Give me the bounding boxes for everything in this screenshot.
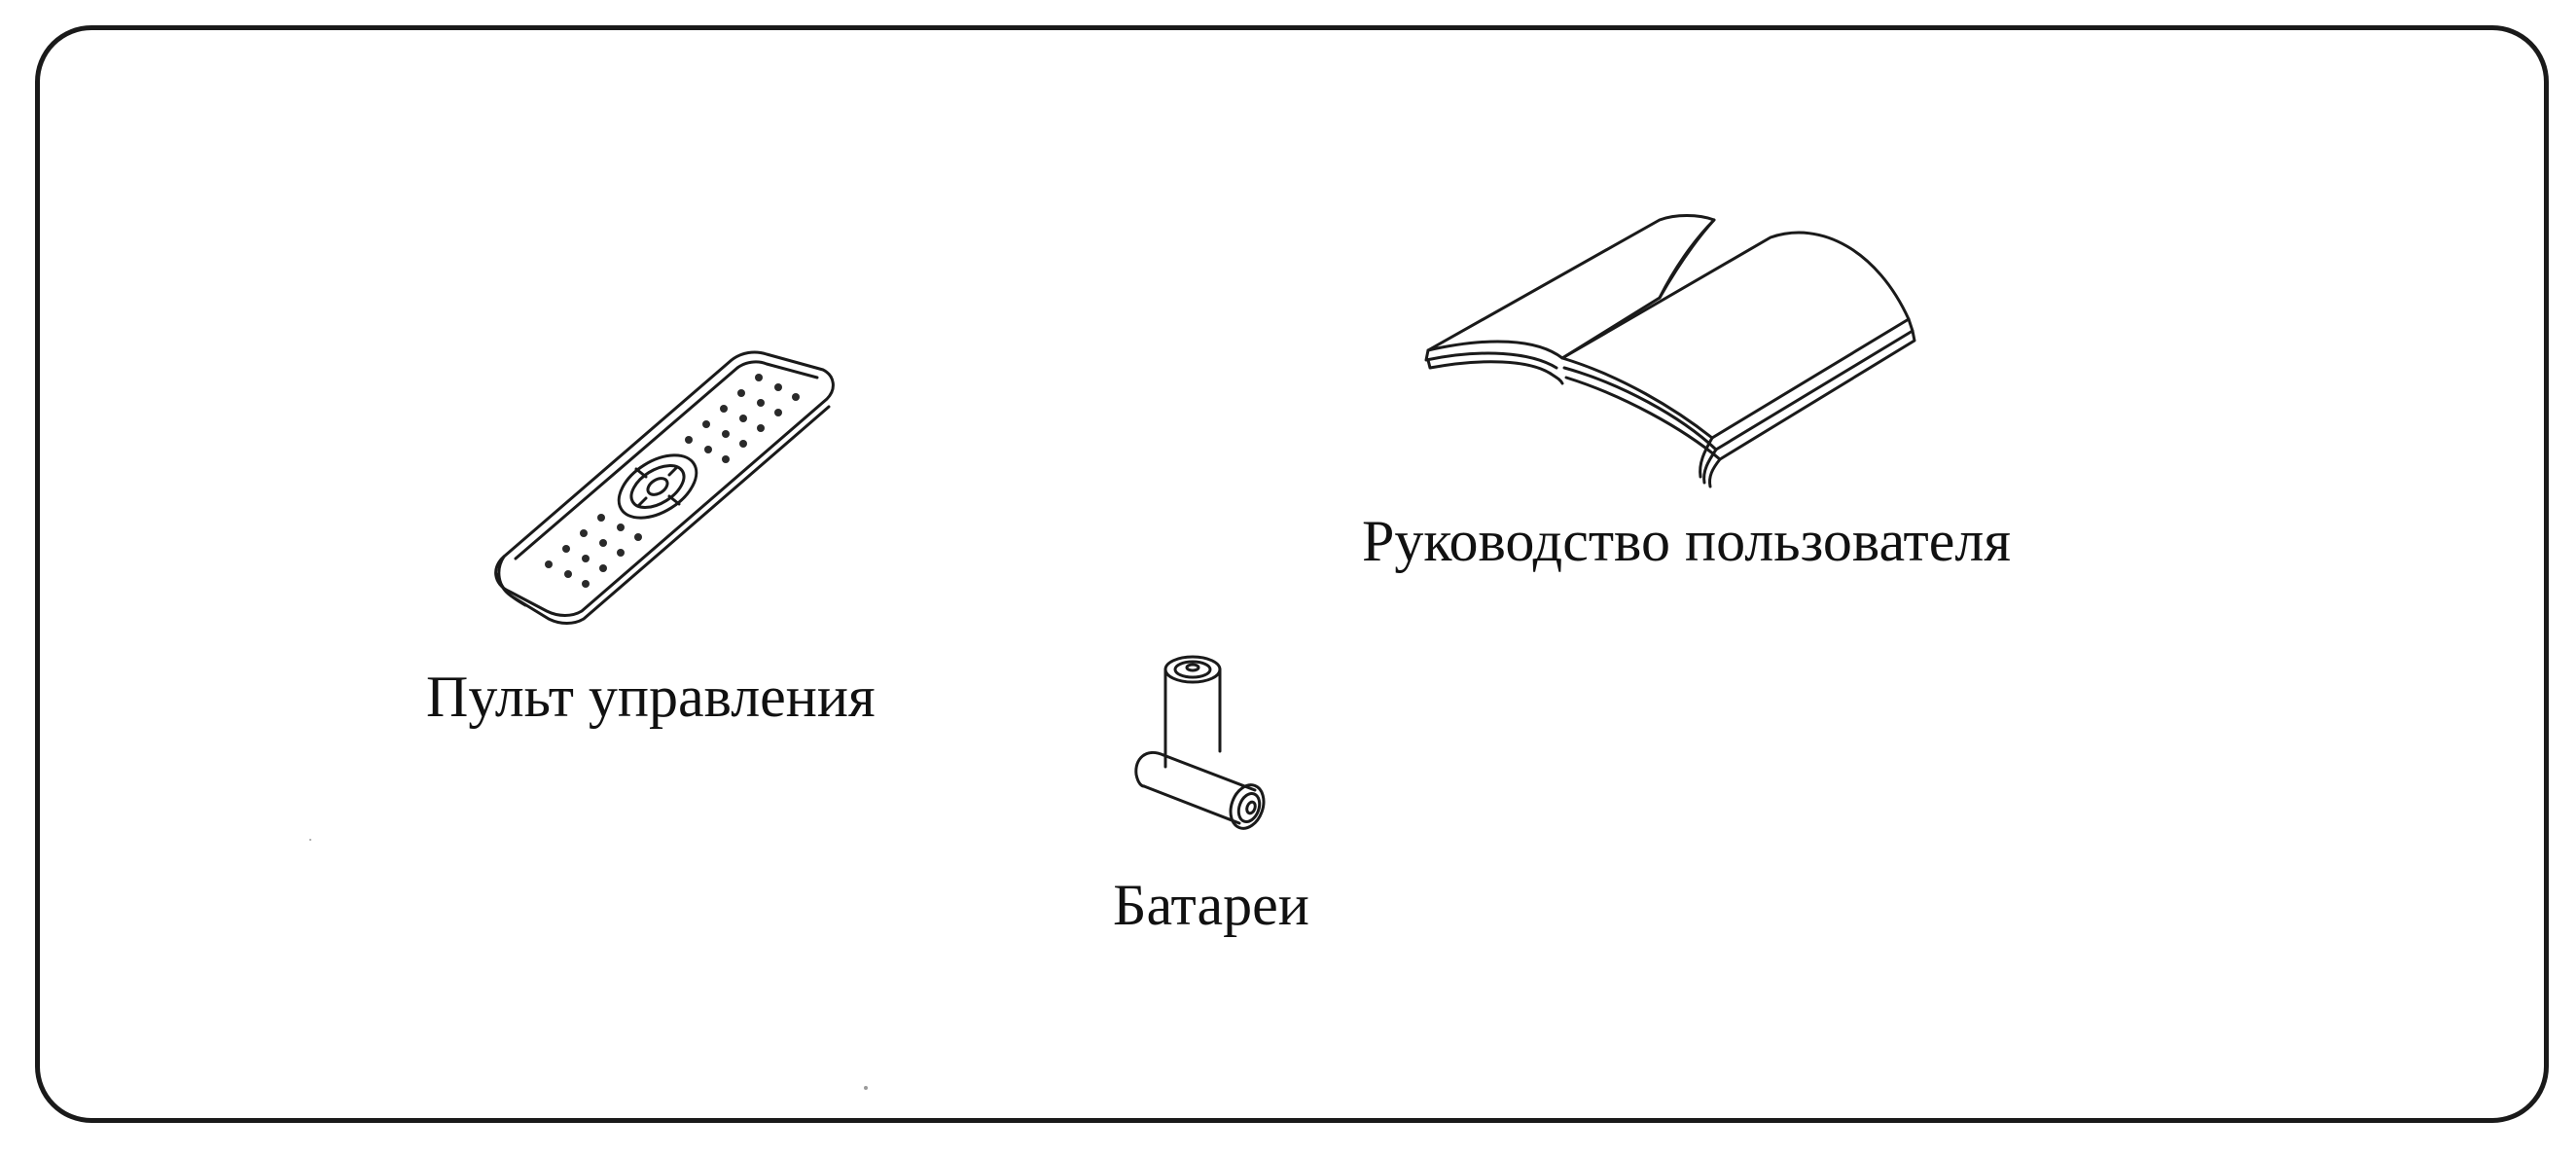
remote-control-icon — [494, 350, 835, 625]
remote-control-label: Пульт управления — [426, 665, 876, 729]
scan-speck — [309, 839, 311, 841]
open-book-icon — [1424, 214, 1916, 488]
user-manual-label: Руководство пользователя — [1362, 509, 2011, 573]
accessories-panel-frame — [35, 25, 2549, 1123]
scan-speck — [864, 1086, 868, 1090]
batteries-label: Батареи — [1113, 873, 1309, 937]
batteries-icon — [1134, 655, 1266, 830]
